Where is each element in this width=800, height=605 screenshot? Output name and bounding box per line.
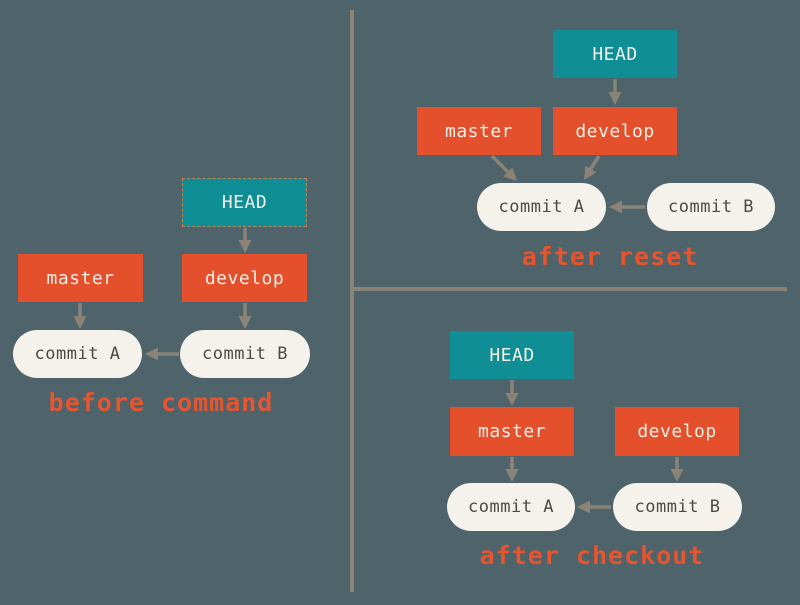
- checkout-develop-box: develop: [615, 407, 739, 456]
- checkout-arrow-head-to-master: [505, 380, 519, 406]
- before-caption: before command: [48, 388, 274, 417]
- horizontal-divider: [352, 287, 787, 291]
- checkout-arrow-master-to-commit-a: [505, 457, 519, 482]
- checkout-commit-b-node: commit B: [613, 483, 742, 531]
- vertical-divider: [350, 10, 354, 592]
- reset-arrow-head-to-develop: [608, 79, 622, 105]
- checkout-arrow-develop-to-commit-b: [670, 457, 684, 482]
- reset-master-box: master: [417, 107, 541, 155]
- before-develop-box: develop: [182, 254, 307, 302]
- before-arrow-develop-to-commit-b: [238, 303, 252, 329]
- reset-arrow-commit-b-to-commit-a: [609, 200, 645, 214]
- checkout-head-box: HEAD: [450, 331, 574, 379]
- reset-head-box: HEAD: [553, 30, 677, 78]
- before-arrow-master-to-commit-a: [73, 303, 87, 329]
- before-commit-b-node: commit B: [180, 330, 310, 378]
- checkout-arrow-commit-b-to-commit-a: [577, 500, 611, 514]
- before-commit-a-node: commit A: [13, 330, 142, 378]
- before-head-box: HEAD: [182, 178, 307, 227]
- checkout-commit-a-node: commit A: [447, 483, 575, 531]
- reset-develop-box: develop: [553, 107, 677, 155]
- reset-commit-a-node: commit A: [477, 183, 606, 231]
- reset-caption: after reset: [521, 242, 699, 271]
- before-arrow-head-to-develop: [238, 228, 252, 253]
- checkout-master-box: master: [450, 407, 574, 456]
- before-arrow-commit-b-to-commit-a: [145, 347, 179, 361]
- before-master-box: master: [18, 254, 143, 302]
- checkout-caption: after checkout: [479, 541, 705, 570]
- reset-arrow-develop-to-commit-a: [584, 155, 601, 180]
- reset-commit-b-node: commit B: [647, 183, 775, 231]
- reset-arrow-master-to-commit-a: [490, 154, 517, 181]
